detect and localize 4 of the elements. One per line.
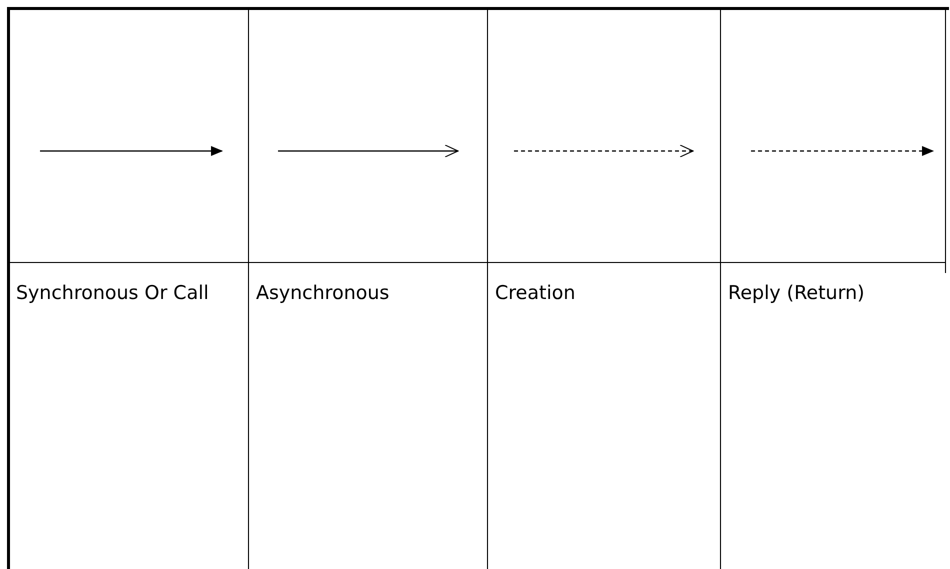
message-type-label: Creation: [495, 281, 576, 306]
message-type-label: Asynchronous: [256, 281, 390, 306]
message-type-label: Synchronous Or Call: [16, 281, 210, 306]
message-type-label: Reply (Return): [728, 281, 866, 306]
